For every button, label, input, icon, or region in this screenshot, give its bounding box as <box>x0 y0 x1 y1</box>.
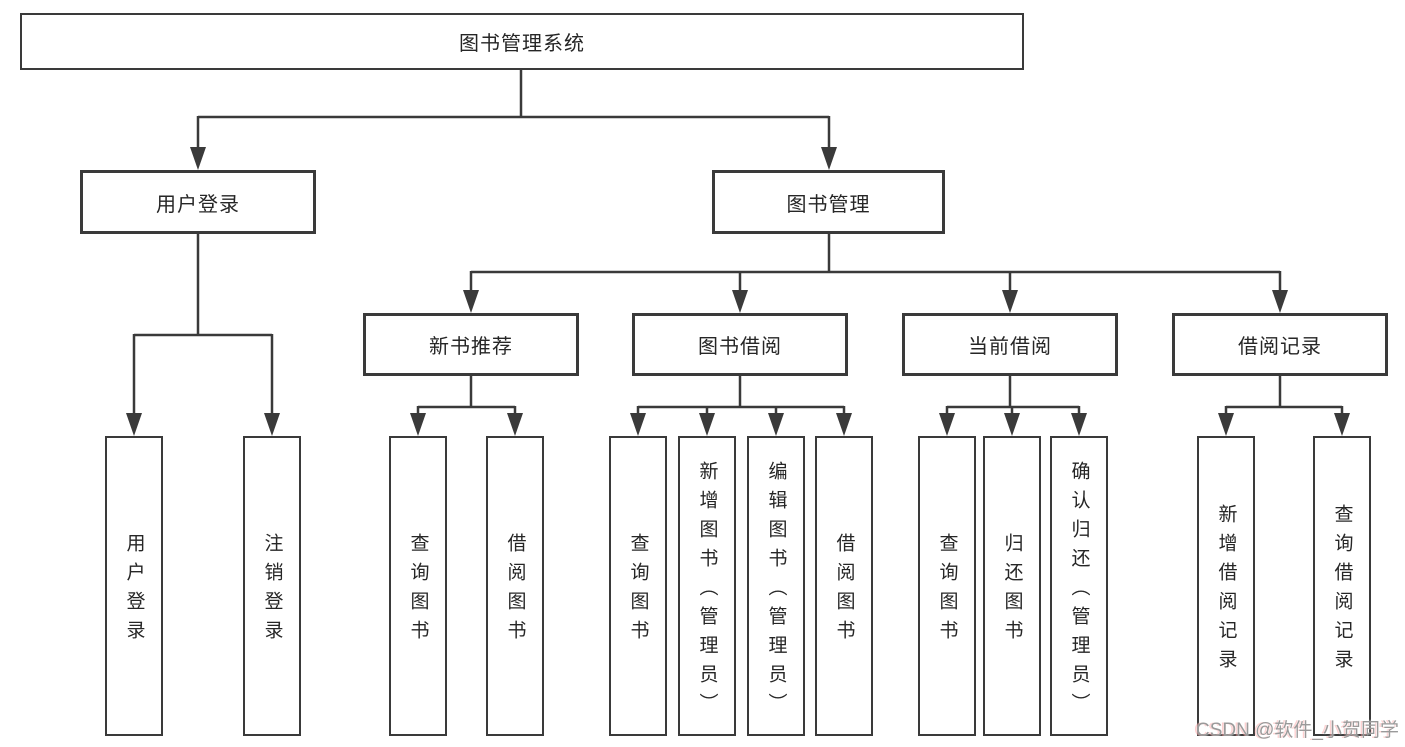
leaf-borrow-book: 借阅图书 <box>815 436 873 736</box>
leaf-borrow-book-newbook: 借阅图书 <box>486 436 544 736</box>
leaf-label: 借阅图书 <box>833 533 855 649</box>
leaf-label: 归还图书 <box>1001 533 1023 649</box>
node-label: 新书推荐 <box>429 336 513 358</box>
arrow-icon <box>1002 290 1018 313</box>
leaf-label: 确认归还（管理员） <box>1068 460 1090 722</box>
node-new-book-recommend: 新书推荐 <box>363 313 579 376</box>
node-book-management: 图书管理 <box>712 170 945 234</box>
arrow-icon <box>463 290 479 313</box>
leaf-label: 查询图书 <box>936 533 958 649</box>
node-user-login: 用户登录 <box>80 170 316 234</box>
arrow-icon <box>264 413 280 436</box>
leaf-query-borrow-record: 查询借阅记录 <box>1313 436 1371 736</box>
node-book-borrow: 图书借阅 <box>632 313 848 376</box>
arrowheads <box>126 147 1350 436</box>
arrow-icon <box>939 413 955 436</box>
leaf-label: 新增图书（管理员） <box>696 460 718 722</box>
arrow-icon <box>821 147 837 170</box>
arrow-icon <box>732 290 748 313</box>
edge-root-split <box>196 70 831 150</box>
arrow-icon <box>1004 413 1020 436</box>
leaf-label: 用户登录 <box>123 533 145 649</box>
leaf-label: 编辑图书（管理员） <box>765 460 787 722</box>
node-label: 图书借阅 <box>698 336 782 358</box>
arrow-icon <box>1071 413 1087 436</box>
leaf-user-login: 用户登录 <box>105 436 163 736</box>
node-label: 用户登录 <box>156 193 240 216</box>
leaf-edit-book-admin: 编辑图书（管理员） <box>747 436 805 736</box>
edge-borrowrecord-split <box>1224 376 1344 416</box>
arrow-icon <box>507 413 523 436</box>
leaf-add-book-admin: 新增图书（管理员） <box>678 436 736 736</box>
arrow-icon <box>699 413 715 436</box>
leaf-label: 新增借阅记录 <box>1215 504 1237 678</box>
node-borrow-record: 借阅记录 <box>1172 313 1388 376</box>
edge-bookborrow-split <box>636 376 846 416</box>
arrow-icon <box>1218 413 1234 436</box>
node-label: 图书管理系统 <box>459 33 585 55</box>
arrow-icon <box>410 413 426 436</box>
arrow-icon <box>190 147 206 170</box>
leaf-label: 注销登录 <box>261 533 283 649</box>
edge-userlogin-split <box>132 234 274 416</box>
node-current-borrow: 当前借阅 <box>902 313 1118 376</box>
leaf-confirm-return-admin: 确认归还（管理员） <box>1050 436 1108 736</box>
leaf-label: 查询图书 <box>627 533 649 649</box>
arrow-icon <box>630 413 646 436</box>
arrow-icon <box>768 413 784 436</box>
node-label: 当前借阅 <box>968 336 1052 358</box>
edge-newbook-split <box>416 376 517 416</box>
leaf-label: 借阅图书 <box>504 533 526 649</box>
edge-currentborrow-split <box>945 376 1081 416</box>
leaf-label: 查询借阅记录 <box>1331 504 1353 678</box>
node-label: 图书管理 <box>786 193 871 216</box>
node-label: 借阅记录 <box>1238 336 1322 358</box>
arrow-icon <box>836 413 852 436</box>
leaf-return-book: 归还图书 <box>983 436 1041 736</box>
arrow-icon <box>126 413 142 436</box>
leaf-label: 查询图书 <box>407 533 429 649</box>
leaf-query-book-newbook: 查询图书 <box>389 436 447 736</box>
leaf-query-book-current: 查询图书 <box>918 436 976 736</box>
csdn-watermark: CSDN @软件_小贺同学 <box>1196 720 1399 741</box>
leaf-query-book-borrow: 查询图书 <box>609 436 667 736</box>
leaf-add-borrow-record: 新增借阅记录 <box>1197 436 1255 736</box>
edge-bookmgmt-split <box>469 234 1282 292</box>
arrow-icon <box>1272 290 1288 313</box>
node-root-system: 图书管理系统 <box>20 13 1024 70</box>
leaf-logout: 注销登录 <box>243 436 301 736</box>
arrow-icon <box>1334 413 1350 436</box>
